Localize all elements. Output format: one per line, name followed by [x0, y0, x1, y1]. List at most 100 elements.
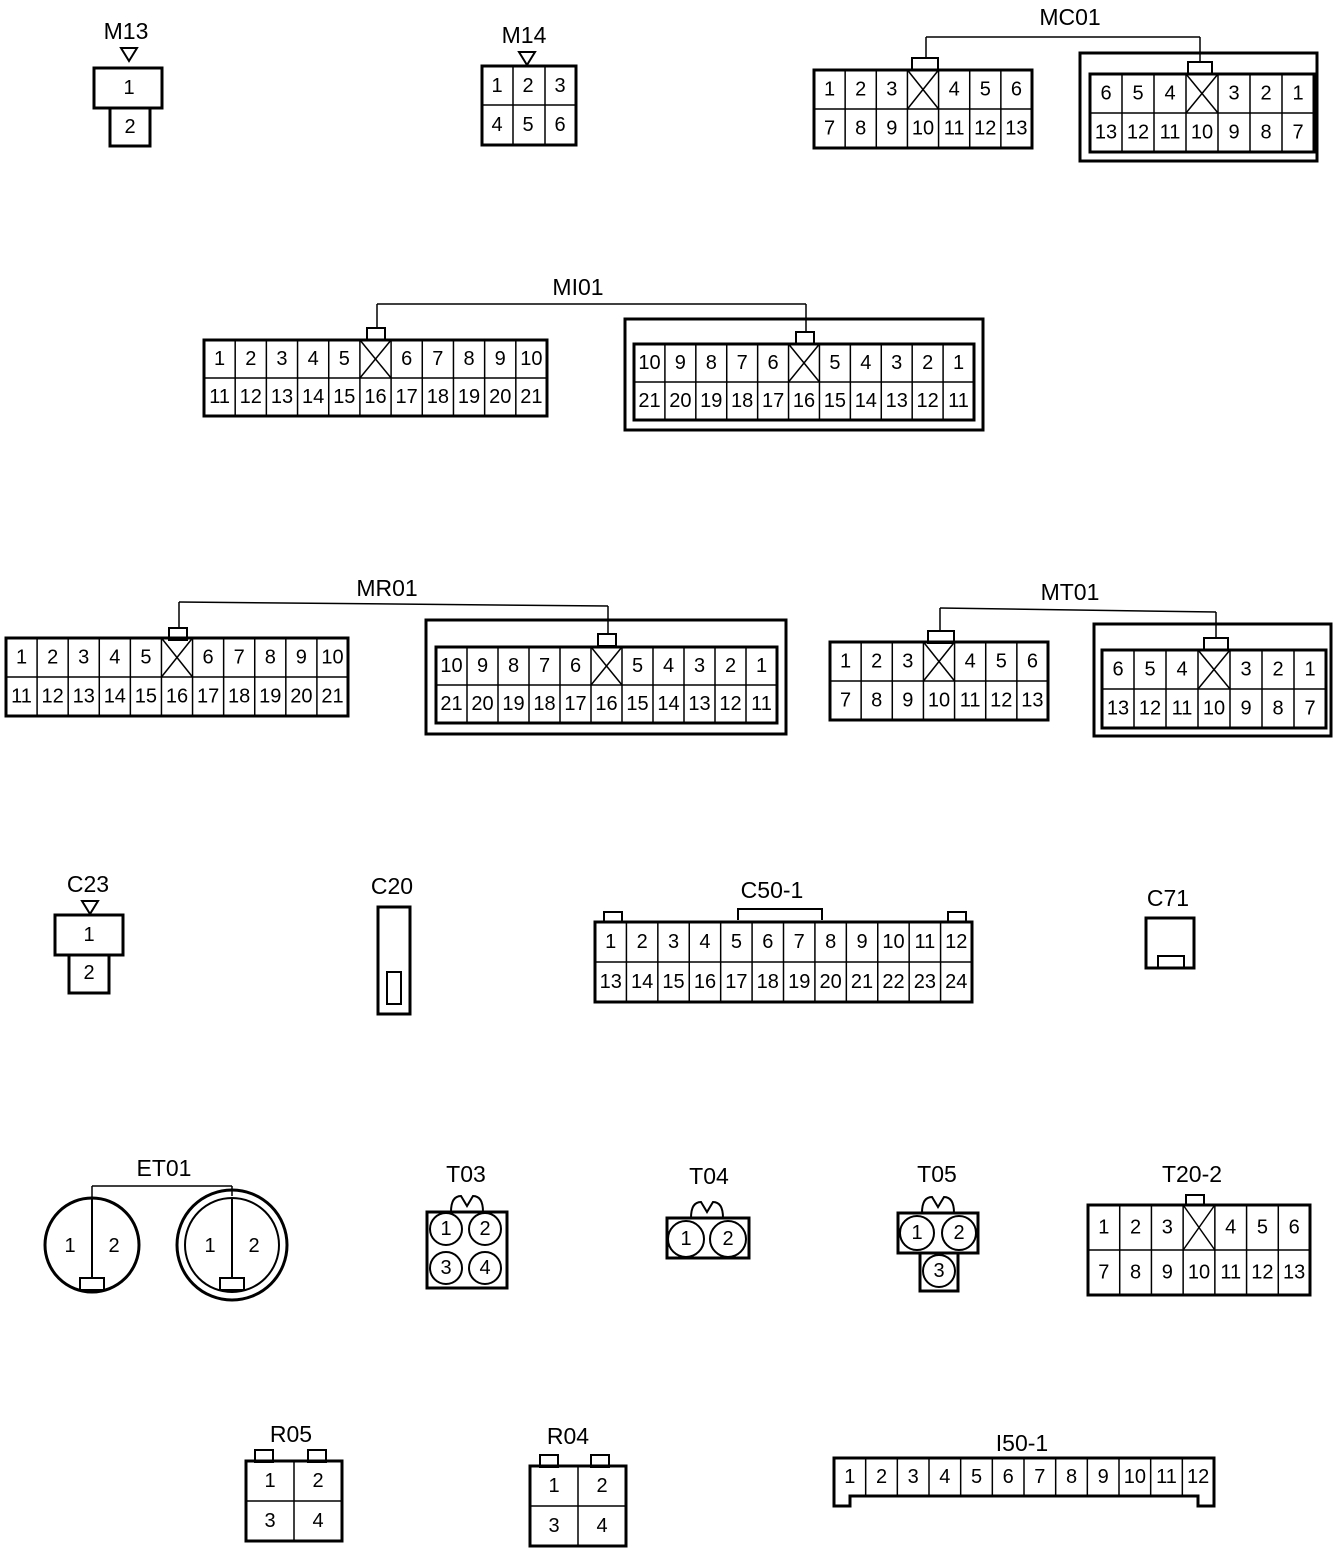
connector-housing — [1078, 51, 1319, 163]
lock-tab — [690, 1200, 724, 1219]
pin-number: 8 — [706, 352, 717, 374]
pin-number: 19 — [502, 693, 524, 715]
pin-number: 6 — [1100, 83, 1111, 105]
pin-number: 13 — [1283, 1262, 1305, 1284]
pin-number: 20 — [820, 971, 842, 993]
pin-number: 8 — [825, 931, 836, 953]
pin-number: 19 — [700, 390, 722, 412]
round-terminal — [429, 1212, 463, 1246]
pin-number: 4 — [949, 79, 960, 101]
pin-number: 11 — [1156, 1466, 1177, 1488]
pin-number: 6 — [1003, 1466, 1014, 1488]
blank-cavity-mark — [160, 637, 194, 678]
pin-number: 5 — [1257, 1217, 1268, 1239]
pin-number: 16 — [595, 693, 617, 715]
pin-number: 17 — [197, 686, 219, 708]
pin-number: 13 — [1095, 122, 1117, 144]
pin-number: 3 — [694, 655, 705, 677]
blank-cavity-mark — [787, 343, 821, 383]
blank-cavity-mark — [359, 339, 392, 379]
pin-number: 8 — [855, 118, 866, 140]
pin-number: 17 — [396, 386, 418, 408]
pin-number: 1 — [548, 1475, 559, 1497]
lock-tab — [79, 1277, 105, 1291]
round-terminal — [429, 1251, 463, 1285]
pin-number: 5 — [1144, 659, 1155, 681]
pin-number: 1 — [16, 647, 27, 669]
pin-number: 18 — [228, 686, 250, 708]
pin-number: 3 — [886, 79, 897, 101]
pin-number: 7 — [432, 348, 443, 370]
pin-number: 8 — [1130, 1262, 1141, 1284]
pin-number: 8 — [1260, 122, 1271, 144]
pin-number: 7 — [1292, 122, 1303, 144]
pin-number: 1 — [605, 931, 616, 953]
pin-number: 13 — [1021, 690, 1043, 712]
pin-number: 3 — [554, 75, 565, 97]
pin-number: 6 — [762, 931, 773, 953]
connector-label: MC01 — [1039, 4, 1100, 30]
pin-number: 2 — [637, 931, 648, 953]
connector-label: C50-1 — [741, 877, 804, 903]
pin-number: 10 — [882, 931, 904, 953]
pin-number: 17 — [725, 971, 747, 993]
pin-number: 7 — [794, 931, 805, 953]
pin-number: 13 — [1107, 698, 1129, 720]
pin-number: 3 — [78, 647, 89, 669]
pin-number: 20 — [471, 693, 493, 715]
pin-number: 3 — [908, 1466, 919, 1488]
pin-number: 8 — [463, 348, 474, 370]
pin-number: 14 — [855, 390, 877, 412]
round-terminal — [922, 1254, 956, 1288]
pin-number: 1 — [264, 1470, 275, 1492]
pin-number: 10 — [1124, 1466, 1146, 1488]
pin-number: 1 — [1098, 1217, 1109, 1239]
pin-number: 10 — [638, 352, 660, 374]
pin-number: 18 — [427, 386, 449, 408]
connector-housing — [424, 618, 788, 736]
pin-number: 12 — [917, 390, 939, 412]
pin-number: 2 — [312, 1470, 323, 1492]
pin-number: 4 — [1225, 1217, 1236, 1239]
pin-number: 11 — [1160, 122, 1181, 144]
pin-number: 2 — [47, 647, 58, 669]
connector-housing — [175, 1188, 289, 1302]
pin-number: 7 — [234, 647, 245, 669]
pin-number: 14 — [104, 686, 126, 708]
pin-number: 3 — [440, 1257, 451, 1279]
blank-cavity-mark — [1182, 1204, 1216, 1251]
pin-number: 11 — [914, 931, 935, 953]
pin-number: 7 — [737, 352, 748, 374]
pin-number: 2 — [876, 1466, 887, 1488]
pin-number: 12 — [719, 693, 741, 715]
lock-tab — [597, 633, 617, 647]
pin-number: 12 — [990, 690, 1012, 712]
pin-number: 2 — [522, 75, 533, 97]
pin-number: 11 — [751, 693, 772, 715]
connector-label: M13 — [104, 18, 149, 44]
pin-number: 9 — [675, 352, 686, 374]
pin-number: 3 — [264, 1510, 275, 1532]
pin-number: 1 — [824, 79, 835, 101]
pin-number: 12 — [1251, 1262, 1273, 1284]
connector-outline — [67, 953, 111, 995]
pin-number: 13 — [1005, 118, 1027, 140]
connector-label: T20-2 — [1162, 1161, 1222, 1187]
pin-number: 8 — [871, 690, 882, 712]
pin-number: 20 — [669, 390, 691, 412]
pin-number: 21 — [851, 971, 873, 993]
pin-number: 15 — [135, 686, 157, 708]
pin-number: 4 — [939, 1466, 950, 1488]
pin-number: 8 — [265, 647, 276, 669]
connector-c71: C71 — [1144, 885, 1196, 970]
lock-tab — [921, 1195, 955, 1214]
pin-number: 5 — [980, 79, 991, 101]
